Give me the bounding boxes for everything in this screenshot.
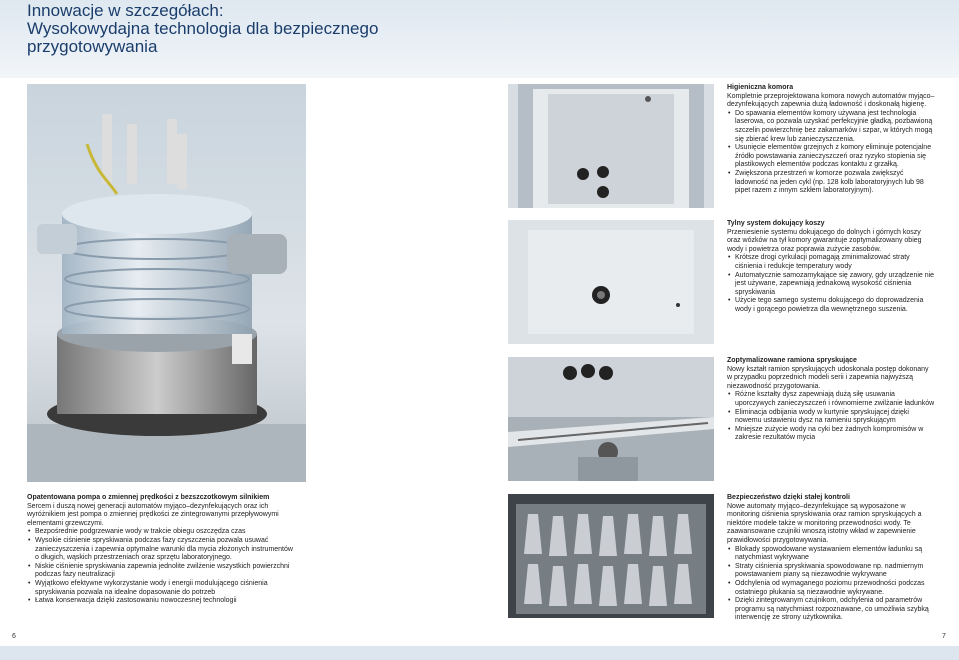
pump-bullets: Bezpośrednie podgrzewanie wody w trakcie… <box>27 528 297 605</box>
arms-heading: Zoptymalizowane ramiona spryskujące <box>727 357 857 364</box>
page-number-right: 7 <box>942 633 946 640</box>
list-item: Dzięki zintegrowanym czujnikom, odchylen… <box>728 597 935 623</box>
arms-bullets: Różne kształty dysz zapewniają dużą siłę… <box>727 391 935 443</box>
docking-photo <box>508 220 714 344</box>
pump-heading: Opatentowana pompa o zmiennej prędkości … <box>27 494 270 501</box>
list-item: Niskie ciśnienie spryskiwania zapewnia j… <box>28 563 297 580</box>
page-title: Innowacje w szczegółach: Wysokowydajna t… <box>27 2 378 56</box>
chamber-section: Higieniczna komora Kompletnie przeprojek… <box>727 84 935 196</box>
list-item: Usunięcie elementów grzejnych z komory e… <box>728 144 935 170</box>
list-item: Krótsze drogi cyrkulacji pomagają zminim… <box>728 254 935 271</box>
safety-section: Bezpieczeństwo dzięki stałej kontroli No… <box>727 494 935 623</box>
list-item: Straty ciśnienia spryskiwania spowodowan… <box>728 563 935 580</box>
spray-arm-photo <box>508 357 714 481</box>
list-item: Mniejsze zużycie wody na cyki bez żadnyc… <box>728 426 935 443</box>
docking-bullets: Krótsze drogi cyrkulacji pomagają zminim… <box>727 254 935 314</box>
page-number-left: 6 <box>12 633 16 640</box>
list-item: Łatwa konserwacja dzięki zastosowaniu no… <box>28 597 297 606</box>
pump-photo <box>27 84 306 482</box>
list-item: Odchylenia od wymaganego poziomu przewod… <box>728 580 935 597</box>
safety-intro: Nowe automaty myjąco–dezynfekujące są wy… <box>727 502 922 544</box>
arms-intro: Nowy kształt ramion spryskujących udosko… <box>727 365 929 390</box>
list-item: Użycie tego samego systemu dokującego do… <box>728 297 935 314</box>
pump-section: Opatentowana pompa o zmiennej prędkości … <box>27 494 297 606</box>
list-item: Wyjątkowo efektywne wykorzystanie wody i… <box>28 580 297 597</box>
chamber-heading: Higieniczna komora <box>727 84 794 91</box>
safety-bullets: Blokady spowodowane wystawaniem elementó… <box>727 546 935 623</box>
list-item: Do spawania elementów komory używana jes… <box>728 110 935 144</box>
header-band <box>0 0 959 78</box>
title-line-1: Innowacje w szczegółach: <box>27 1 224 20</box>
title-line-2: Wysokowydajna technologia dla bezpieczne… <box>27 19 379 38</box>
list-item: Bezpośrednie podgrzewanie wody w trakcie… <box>28 528 297 537</box>
list-item: Wysokie ciśnienie spryskiwania podczas f… <box>28 537 297 563</box>
docking-section: Tylny system dokujący koszy Przeniesieni… <box>727 220 935 315</box>
list-item: Zwiększona przestrzeń w komorze pozwala … <box>728 170 935 196</box>
safety-heading: Bezpieczeństwo dzięki stałej kontroli <box>727 494 850 501</box>
docking-intro: Przeniesienie systemu dokującego do doln… <box>727 228 922 253</box>
arms-section: Zoptymalizowane ramiona spryskujące Nowy… <box>727 357 935 443</box>
chamber-photo <box>508 84 714 208</box>
list-item: Różne kształty dysz zapewniają dużą siłę… <box>728 391 935 408</box>
glassware-photo <box>508 494 714 618</box>
chamber-intro: Kompletnie przeprojektowana komora nowyc… <box>727 92 935 109</box>
footer-band <box>0 646 959 660</box>
list-item: Automatycznie samozamykające się zawory,… <box>728 272 935 298</box>
docking-heading: Tylny system dokujący koszy <box>727 220 825 227</box>
list-item: Eliminacja odbijania wody w kurtynie spr… <box>728 409 935 426</box>
chamber-bullets: Do spawania elementów komory używana jes… <box>727 110 935 196</box>
title-line-3: przygotowywania <box>27 37 158 56</box>
pump-intro: Sercem i duszą nowej generacji automatów… <box>27 502 279 527</box>
list-item: Blokady spowodowane wystawaniem elementó… <box>728 546 935 563</box>
